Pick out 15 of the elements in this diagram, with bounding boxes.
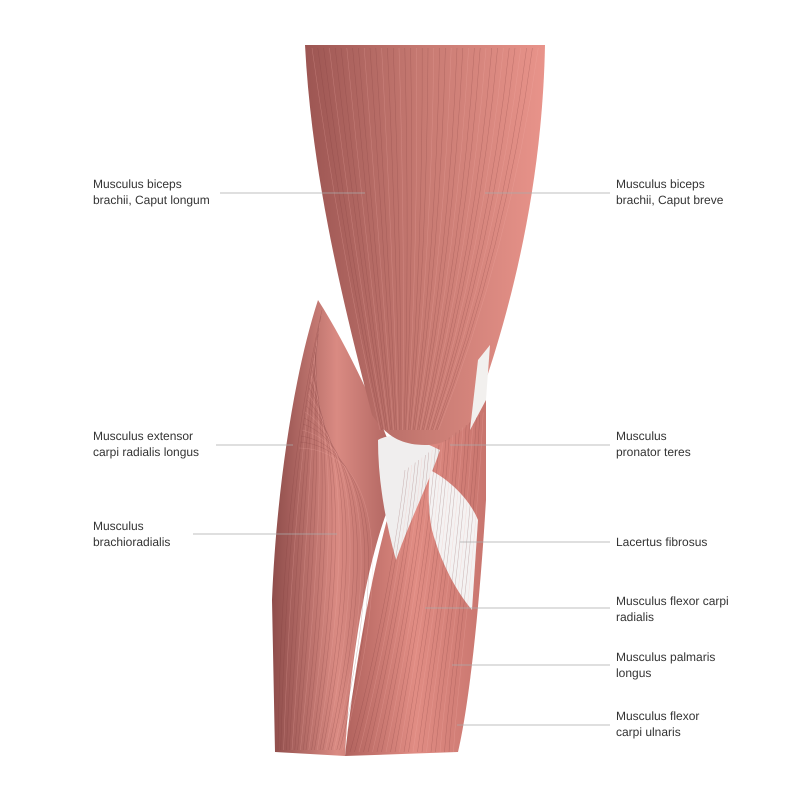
- muscle-label: Musculus flexor carpi radialis: [616, 593, 730, 625]
- leader-line: [450, 444, 610, 446]
- muscle-label: Lacertus fibrosus: [616, 534, 708, 550]
- muscle-label: Musculus extensor carpi radialis longus: [93, 428, 200, 460]
- leader-line: [484, 192, 610, 194]
- muscle-label: Musculus biceps brachii, Caput longum: [93, 176, 211, 208]
- muscle-label: Musculus biceps brachii, Caput breve: [616, 176, 724, 208]
- leader-line: [216, 444, 294, 446]
- leader-line: [220, 192, 366, 194]
- muscle-label: Musculus pronator teres: [616, 428, 692, 460]
- muscle-label: Musculus flexor carpi ulnaris: [616, 708, 700, 740]
- muscle-label: Musculus brachioradialis: [93, 518, 172, 550]
- muscle-label: Musculus palmaris longus: [616, 649, 716, 681]
- leader-line: [452, 664, 610, 666]
- leader-line: [456, 724, 610, 726]
